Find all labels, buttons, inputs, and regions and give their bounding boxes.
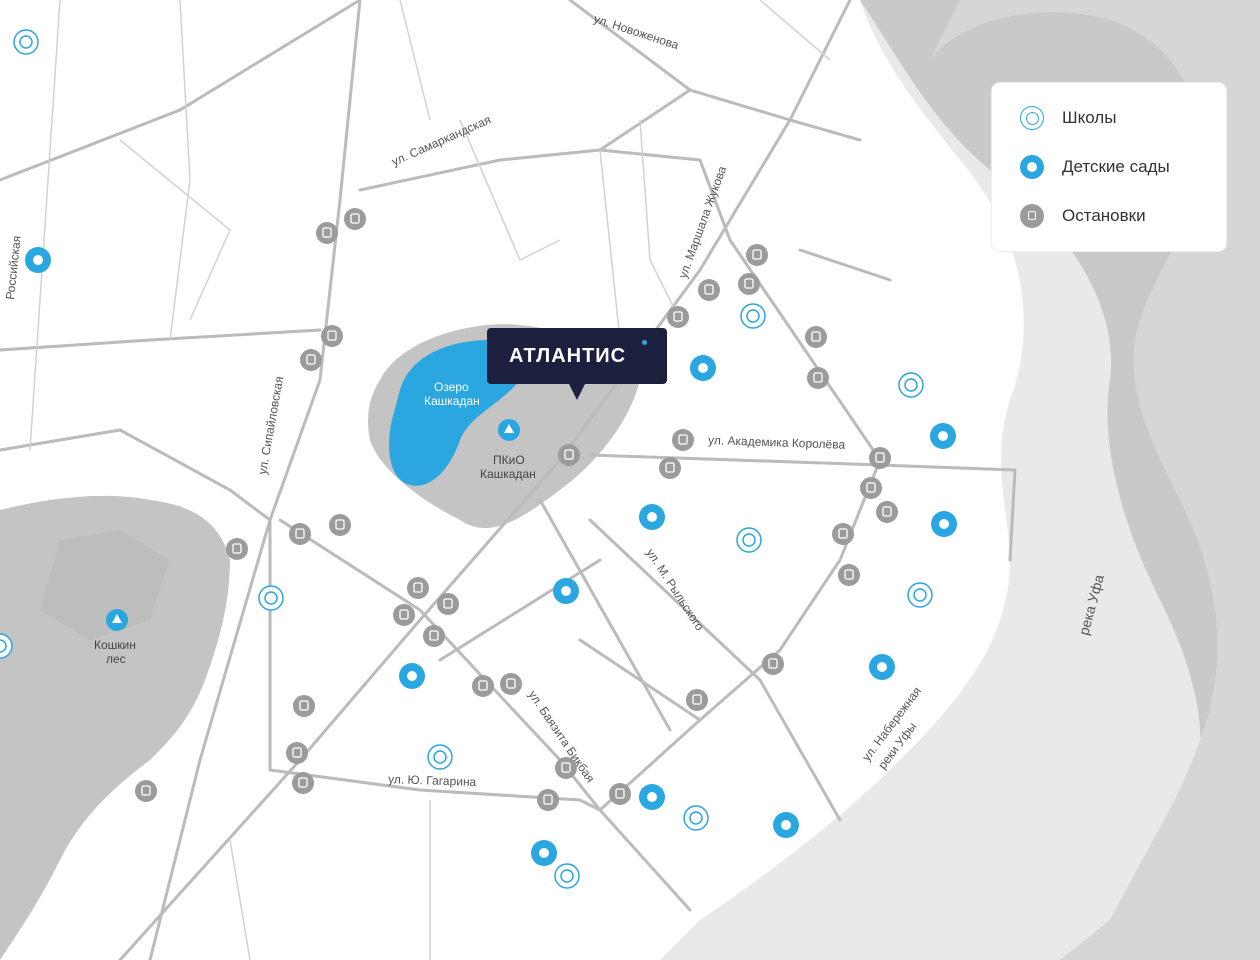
bus-stop-marker[interactable] — [876, 501, 898, 523]
bus-stop-marker[interactable] — [609, 783, 631, 805]
label-park-2: Кашкадан — [480, 467, 536, 481]
bus-stop-marker[interactable] — [472, 675, 494, 697]
label-koshkin-1: Кошкин — [94, 638, 136, 652]
school-marker[interactable] — [258, 585, 284, 611]
kindergarten-marker[interactable] — [25, 247, 51, 273]
legend: Школы Детские сады Остановки — [992, 83, 1226, 251]
bus-stop-marker[interactable] — [500, 673, 522, 695]
bus-stop-marker[interactable] — [746, 244, 768, 266]
bus-stop-marker[interactable] — [316, 222, 338, 244]
kindergarten-marker[interactable] — [869, 654, 895, 680]
kindergarten-marker[interactable] — [930, 423, 956, 449]
school-marker[interactable] — [898, 372, 924, 398]
bus-stop-marker[interactable] — [659, 457, 681, 479]
school-marker[interactable] — [13, 29, 39, 55]
school-marker[interactable] — [740, 303, 766, 329]
kindergarten-marker[interactable] — [639, 784, 665, 810]
bus-stop-marker[interactable] — [537, 789, 559, 811]
bus-stop-marker[interactable] — [738, 273, 760, 295]
legend-schools: Школы — [1020, 103, 1116, 133]
school-icon — [1020, 106, 1044, 130]
atlantis-marker[interactable]: АТЛАНТИС — [487, 328, 667, 400]
bus-stop-marker[interactable] — [226, 538, 248, 560]
label-gagarina: ул. Ю. Гагарина — [388, 772, 477, 789]
bus-stop-marker[interactable] — [344, 208, 366, 230]
bus-stop-marker[interactable] — [838, 564, 860, 586]
bus-stop-marker[interactable] — [293, 695, 315, 717]
bus-stop-marker[interactable] — [762, 653, 784, 675]
bus-stop-marker[interactable] — [289, 523, 311, 545]
bus-stop-marker[interactable] — [698, 279, 720, 301]
label-lake-2: Кашкадан — [424, 394, 480, 408]
tree-icon — [106, 609, 128, 631]
bus-stop-marker[interactable] — [300, 349, 322, 371]
label-lake-1: Озеро — [434, 380, 469, 394]
legend-kindergartens: Детские сады — [1020, 152, 1170, 182]
kindergarten-marker[interactable] — [773, 812, 799, 838]
bus-stop-marker[interactable] — [805, 326, 827, 348]
brand-dot-icon — [642, 340, 647, 345]
bus-stop-marker[interactable] — [393, 604, 415, 626]
school-marker[interactable] — [427, 744, 453, 770]
bus-stop-marker[interactable] — [292, 772, 314, 794]
bus-stop-marker[interactable] — [286, 742, 308, 764]
brand-name: АТЛАНТИС — [509, 345, 627, 367]
kindergarten-marker[interactable] — [399, 663, 425, 689]
label-park-1: ПКиО — [493, 453, 525, 467]
kindergarten-marker[interactable] — [690, 355, 716, 381]
school-marker[interactable] — [907, 582, 933, 608]
kindergarten-icon — [1020, 155, 1044, 179]
bus-stop-marker[interactable] — [686, 689, 708, 711]
bus-stop-marker[interactable] — [860, 477, 882, 499]
bus-stop-marker[interactable] — [672, 429, 694, 451]
legend-stops-label: Остановки — [1062, 206, 1146, 225]
legend-stops: Остановки — [1020, 201, 1146, 231]
bus-stop-marker[interactable] — [321, 325, 343, 347]
bus-stop-marker[interactable] — [407, 577, 429, 599]
bus-stop-marker[interactable] — [555, 757, 577, 779]
bus-stop-marker[interactable] — [329, 514, 351, 536]
bus-stop-icon — [1020, 204, 1044, 228]
kindergarten-marker[interactable] — [931, 511, 957, 537]
bus-stop-marker[interactable] — [832, 523, 854, 545]
bus-stop-marker[interactable] — [869, 447, 891, 469]
school-marker[interactable] — [554, 863, 580, 889]
bus-stop-marker[interactable] — [437, 593, 459, 615]
school-marker[interactable] — [736, 527, 762, 553]
label-koroleva: ул. Академика Королёва — [708, 433, 846, 452]
bus-stop-marker[interactable] — [807, 367, 829, 389]
school-marker[interactable] — [683, 805, 709, 831]
kindergarten-marker[interactable] — [531, 840, 557, 866]
label-koshkin-2: лес — [106, 652, 126, 666]
kindergarten-marker[interactable] — [639, 504, 665, 530]
tree-icon — [498, 419, 520, 441]
label-rossiyskaya: Российская — [3, 235, 24, 300]
legend-schools-label: Школы — [1062, 108, 1117, 127]
bus-stop-marker[interactable] — [423, 625, 445, 647]
legend-kindergartens-label: Детские сады — [1062, 157, 1170, 176]
kindergarten-marker[interactable] — [553, 578, 579, 604]
bus-stop-marker[interactable] — [135, 780, 157, 802]
bus-stop-marker[interactable] — [667, 306, 689, 328]
bus-stop-marker[interactable] — [558, 444, 580, 466]
school-marker[interactable] — [0, 633, 13, 659]
